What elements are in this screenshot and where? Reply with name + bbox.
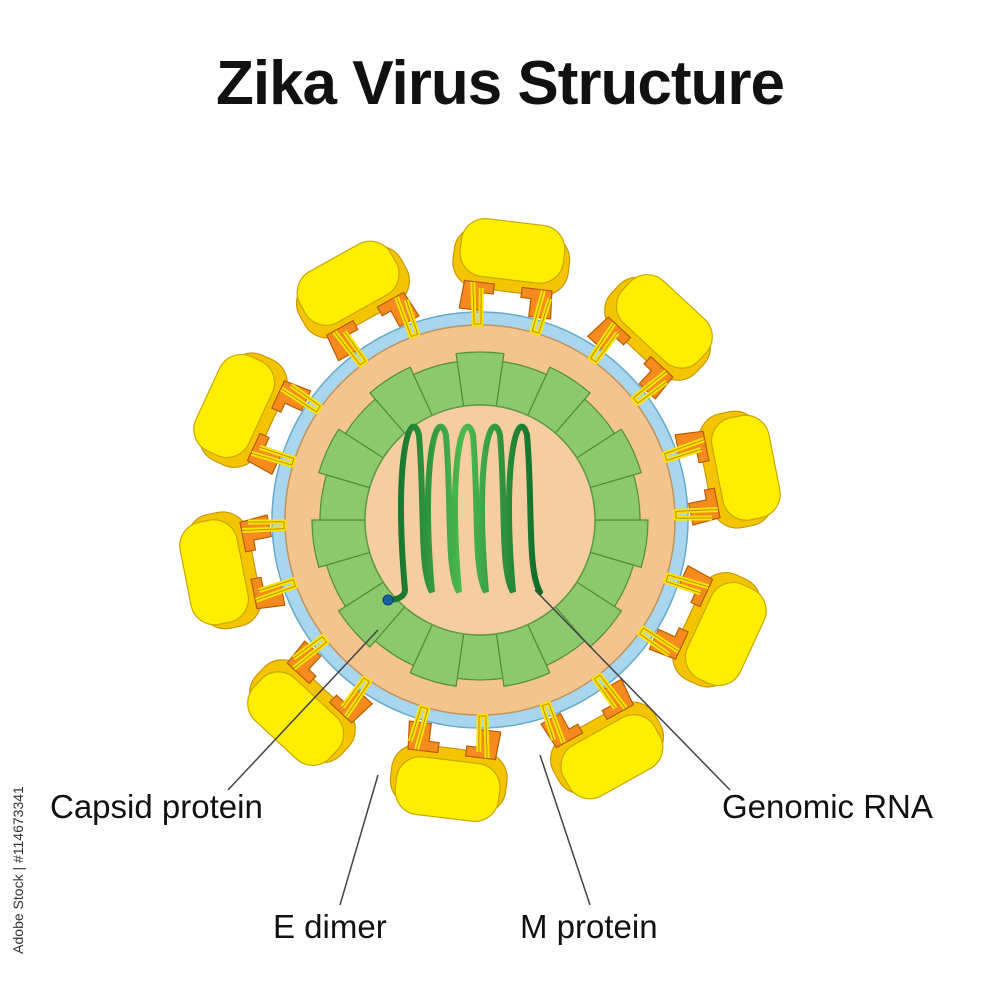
capsid-segment [455,351,505,407]
m-protein-label: M protein [520,908,658,945]
capsid-leader-line [227,629,379,791]
stalk-layer [242,282,718,758]
e-dimer [193,352,288,468]
genomic-rna-leader-line [534,589,731,791]
genomic-rna-label: Genomic RNA [722,788,933,825]
e-dimer [604,274,713,381]
page-title: Zika Virus Structure [215,49,785,118]
e-dimer [452,218,571,297]
e-dimer [295,240,410,339]
e-dimer-leader-line [339,774,379,906]
rna-end-dot [382,594,394,606]
e-dimer [698,410,781,529]
e-dimer [550,701,665,800]
stock-id-watermark: Adobe Stock | #114673341 [10,786,26,954]
e-dimer-label: E dimer [273,908,387,945]
m-protein-leader-line [539,754,591,906]
capsid-ring [311,351,649,687]
e-dimer [672,572,767,688]
rna-strand [385,423,543,603]
e-dimer [389,743,508,822]
e-dimer-layer [179,218,781,822]
capsid-protein-label: Capsid protein [50,788,263,825]
genomic-rna-helix [385,423,543,603]
capsid-segment [456,633,504,681]
e-dimer [179,511,262,630]
